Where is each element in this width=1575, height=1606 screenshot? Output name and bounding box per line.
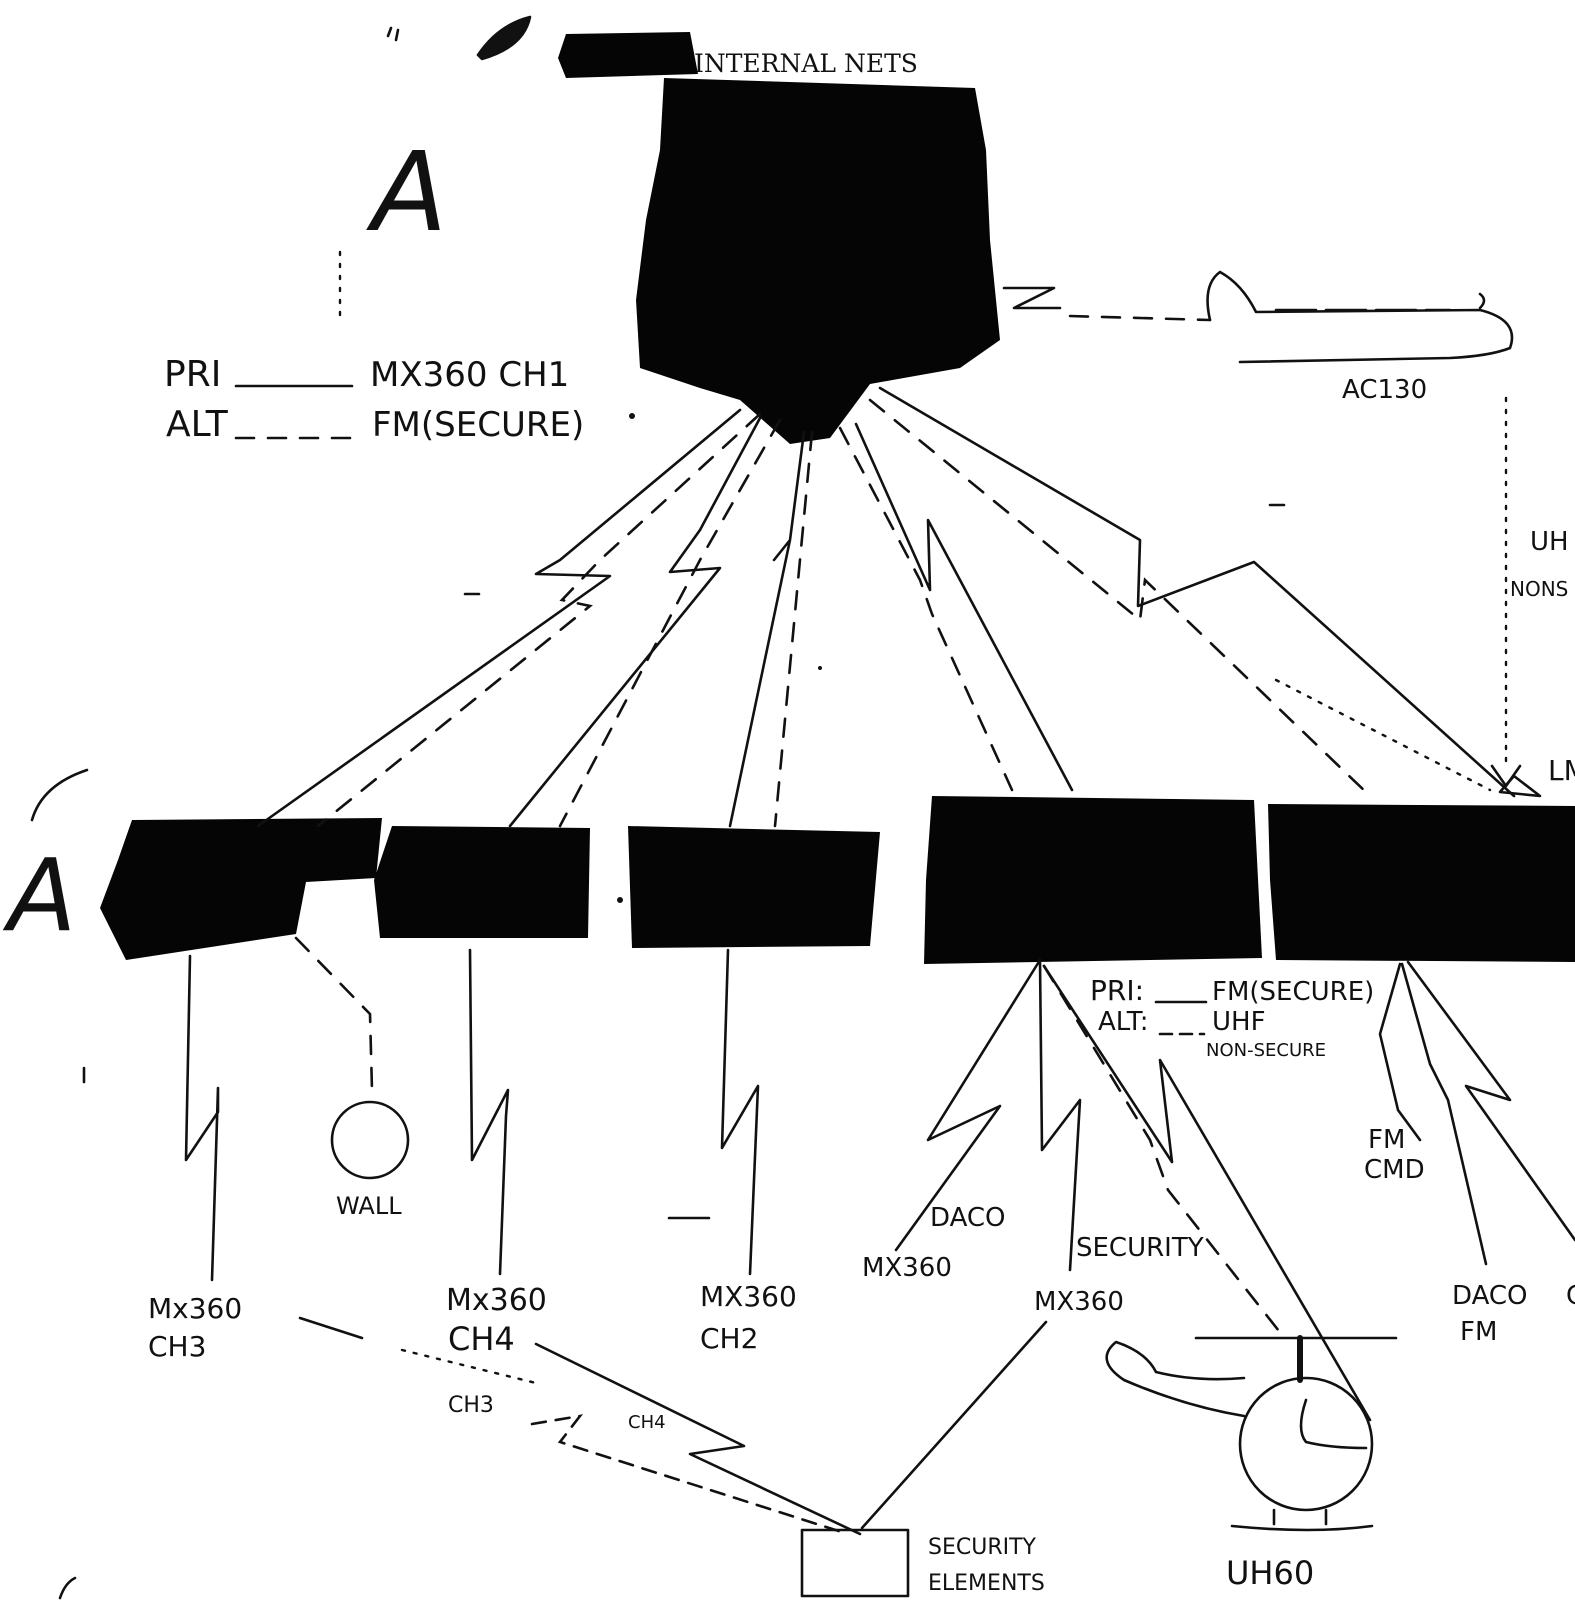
legend-pri-value: MX360 CH1 [370, 355, 569, 395]
legend-alt-value: FM(SECURE) [372, 405, 584, 445]
label-mx-ch3-line2: CH3 [148, 1330, 206, 1363]
link-ch4-security [534, 1342, 862, 1536]
aircraft-link-dashed [1068, 314, 1212, 322]
label-ch3-small: CH3 [448, 1393, 494, 1418]
lm-label: LM [1548, 754, 1575, 787]
link-dashed-node2 [558, 418, 782, 828]
legend-mid: PRI: FM(SECURE) ALT: UHF NON-SECURE [1090, 974, 1374, 1061]
legend-mid-pri-label: PRI: [1090, 974, 1144, 1007]
link-ch3-security-dashed [530, 1414, 850, 1536]
label-mx-left: MX360 [862, 1253, 952, 1283]
aircraft-link-label: UH [1530, 527, 1569, 557]
label-daco-fm-line2: FM [1460, 1317, 1497, 1347]
link-dashed-node4 [838, 426, 1014, 792]
label-mx-ch2-line1: MX360 [700, 1280, 797, 1313]
redaction-node-5 [1268, 804, 1575, 962]
margin-mark-left: A [2, 837, 76, 954]
redaction-node-3 [628, 826, 880, 948]
security-links: SECURITY ELEMENTS [298, 1316, 1048, 1598]
legend-mid-alt-value: UHF [1212, 1007, 1266, 1037]
redactions [100, 32, 1575, 964]
stray-marks [30, 15, 1286, 1600]
link-mx-mid-security [860, 1320, 1048, 1530]
wall-label: WALL [336, 1192, 402, 1220]
aircraft-link-zigzag [1002, 286, 1062, 310]
legend-mid-pri-value: FM(SECURE) [1212, 977, 1374, 1007]
link-dashed-node1 [316, 412, 762, 828]
links-top-to-tier2 [256, 386, 1516, 828]
security-elements-line2: ELEMENTS [928, 1571, 1045, 1596]
legend-mid-alt-note: NON-SECURE [1206, 1040, 1326, 1061]
link-ch3-security-solid [298, 1316, 364, 1340]
link-dotted-node5 [1274, 678, 1492, 792]
label-fm-cmd-line2: CMD [1364, 1155, 1425, 1185]
redaction-node-4 [924, 796, 1262, 964]
security-elements-line1: SECURITY [928, 1535, 1037, 1560]
links-tier2-to-bottom: WALL [184, 936, 1575, 1422]
link-node5-fmcmd [1378, 962, 1422, 1142]
security-elements-box [800, 1528, 910, 1598]
legend-top: PRI MX360 CH1 ALT FM(SECURE) [164, 354, 584, 445]
margin-mark-top: A [366, 128, 447, 256]
label-mx-ch4-line1: Mx360 [446, 1283, 547, 1318]
legend-alt-label: ALT [166, 404, 229, 445]
link-node5-daco-fm [1400, 962, 1488, 1266]
link-node4-heli-dash [1042, 964, 1288, 1342]
label-security: SECURITY [1076, 1233, 1204, 1263]
link-ch3-security-dotted [400, 1348, 542, 1386]
link-node1-ch3 [184, 954, 220, 1282]
helicopter-label: UH60 [1226, 1554, 1314, 1592]
redaction-node-2 [374, 826, 590, 938]
label-mx-ch2-line2: CH2 [700, 1322, 758, 1355]
redaction-title [558, 32, 698, 78]
link-node4-heli-solid [1042, 964, 1372, 1422]
link-node2-ch4 [468, 948, 510, 1276]
legend-pri-label: PRI [164, 354, 221, 395]
helicopter-icon [1105, 1335, 1398, 1532]
redaction-top-node [636, 78, 1000, 444]
label-edge-c: C [1566, 1281, 1575, 1311]
label-fm-cmd-line1: FM [1368, 1125, 1405, 1155]
label-mx-ch3-line1: Mx360 [148, 1292, 242, 1325]
label-mx-ch4-line2: CH4 [448, 1320, 515, 1358]
link-node1-wall [294, 936, 374, 1092]
link-dashed-node3 [773, 430, 814, 828]
link-solid-node4 [854, 422, 1074, 792]
link-solid-node1 [256, 408, 742, 828]
wall-icon [330, 1100, 410, 1180]
legend-mid-alt-label: ALT: [1098, 1007, 1148, 1037]
lm-triangle [1498, 774, 1542, 798]
label-ch4-small: CH4 [628, 1412, 666, 1433]
link-solid-node3 [728, 430, 806, 828]
aircraft-label: AC130 [1342, 375, 1427, 405]
link-dashed-node5 [868, 398, 1372, 798]
link-node5-right [1406, 960, 1575, 1242]
aircraft-icon [1206, 270, 1514, 364]
aircraft-link: AC130 UH NONS LM [1002, 270, 1575, 798]
link-solid-node5 [878, 386, 1516, 798]
label-mx-mid: MX360 [1034, 1287, 1124, 1317]
label-daco-fm-line1: DACO [1452, 1281, 1528, 1311]
bottom-labels: Mx360 CH3 Mx360 CH4 MX360 CH2 DACO MX360… [148, 1125, 1575, 1433]
link-node4-mx-left [894, 958, 1042, 1252]
label-daco: DACO [930, 1203, 1006, 1233]
link-node3-ch2 [720, 948, 760, 1276]
link-solid-node2 [508, 416, 762, 828]
link-node4-mx-mid [1038, 958, 1082, 1272]
aircraft-link-note: NONS [1510, 577, 1568, 601]
diagram-title: INTERNAL NETS [694, 49, 918, 78]
redaction-node-1 [100, 818, 382, 960]
